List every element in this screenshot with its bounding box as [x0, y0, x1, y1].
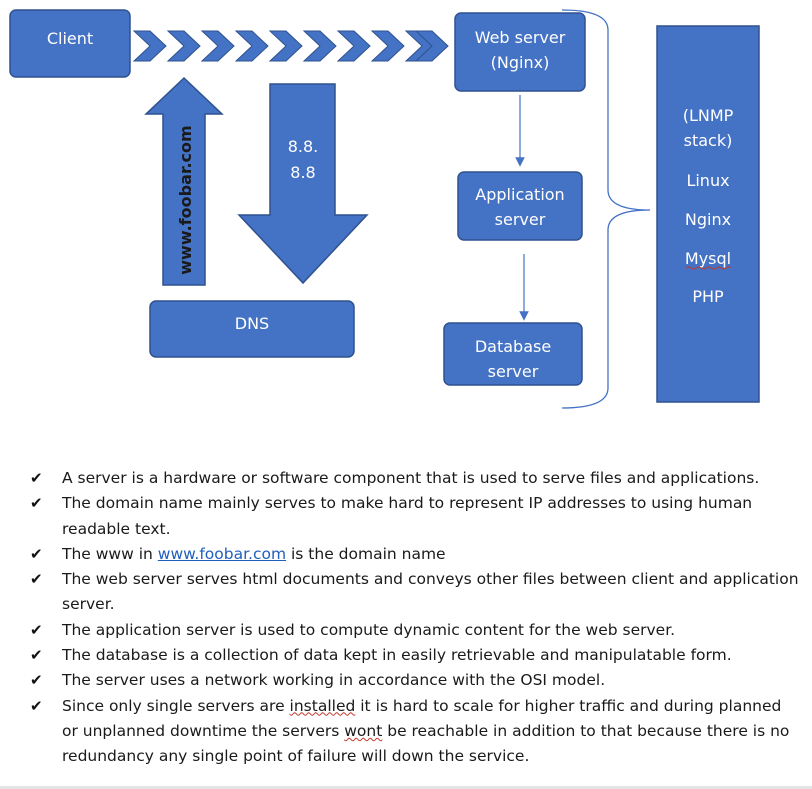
bullet-text: A server is a hardware or software compo… — [62, 469, 760, 487]
stack-mysql: Mysql — [685, 249, 731, 268]
stack-brace — [561, 9, 651, 409]
checkmark-icon: ✔ — [30, 469, 43, 487]
bullet-item: ✔ The www in www.foobar.com is the domai… — [30, 542, 802, 567]
db-server-box: Database server — [443, 322, 583, 386]
db-server-line-2: server — [488, 362, 539, 381]
app-server-line-1: Application — [475, 185, 564, 204]
checkmark-icon: ✔ — [30, 570, 43, 589]
app-server-box: Application server — [457, 171, 583, 241]
bullet-text-part-c: be reachable in addition to that because… — [62, 721, 790, 766]
bullet-text: The application server is used to comput… — [62, 620, 676, 639]
bullet-item: ✔ The application server is used to comp… — [30, 618, 802, 643]
bullet-text: The domain name mainly serves to make ha… — [62, 494, 753, 538]
bullet-text: The www in www.foobar.com is the domain … — [62, 542, 802, 567]
chevron-arrow-chain — [132, 30, 449, 62]
checkmark-icon: ✔ — [30, 620, 43, 639]
dns-label: DNS — [235, 314, 269, 333]
checkmark-icon: ✔ — [30, 671, 43, 690]
architecture-diagram: Client www.foobar.com 8.8. 8.8 DNS Web s… — [9, 9, 760, 409]
web-server-line-2: (Nginx) — [491, 53, 550, 72]
checkmark-icon: ✔ — [30, 696, 43, 715]
bullet-text-part-a: Since only single servers are — [62, 696, 290, 715]
checkmark-icon: ✔ — [30, 646, 43, 665]
bullet-text-before-link: The www in — [62, 544, 158, 563]
dns-ip-line-1: 8.8. — [288, 137, 319, 156]
client-box: Client — [9, 9, 131, 78]
dns-ip-line-2: 8.8 — [290, 163, 315, 182]
bullet-item: ✔ The database is a collection of data k… — [30, 643, 802, 668]
bullet-item: ✔ The server uses a network working in a… — [30, 668, 802, 693]
stack-linux: Linux — [686, 171, 729, 190]
checkmark-icon: ✔ — [30, 494, 43, 513]
bullet-text: The server uses a network working in acc… — [62, 671, 606, 690]
app-server-line-2: server — [495, 210, 546, 229]
stack-php: PHP — [692, 287, 724, 306]
bullet-text: The database is a collection of data kep… — [62, 646, 732, 665]
dns-box: DNS — [149, 300, 355, 358]
bullet-text: The web server serves html documents and… — [62, 570, 799, 614]
checkmark-icon: ✔ — [30, 544, 43, 563]
web-server-line-1: Web server — [475, 28, 566, 47]
domain-up-arrow: www.foobar.com — [144, 76, 224, 286]
bullet-item: ✔ A server is a hardware or software com… — [30, 466, 802, 491]
bullet-text-after-link: is the domain name — [286, 544, 446, 563]
stack-line-2: stack) — [684, 131, 733, 150]
page-bottom-rule — [0, 786, 812, 789]
bullet-text: Since only single servers are installed … — [62, 694, 802, 770]
stack-nginx: Nginx — [685, 210, 731, 229]
dns-down-arrow: 8.8. 8.8 — [237, 83, 369, 285]
spellcheck-word-wont: wont — [344, 721, 383, 740]
web-server-box: Web server (Nginx) — [454, 12, 586, 92]
domain-vertical-label: www.foobar.com — [176, 125, 195, 274]
bullet-list: ✔ A server is a hardware or software com… — [30, 466, 802, 770]
lnmp-stack-box: (LNMP stack) Linux Nginx Mysql PHP — [656, 25, 760, 403]
bullet-text-part-b: it is hard to scale for higher traffic a… — [62, 696, 782, 740]
client-label: Client — [47, 29, 93, 48]
spellcheck-word-installed: installed — [289, 696, 356, 715]
bullet-item: ✔ Since only single servers are installe… — [30, 694, 802, 770]
bullet-item: ✔ The web server serves html documents a… — [30, 567, 802, 618]
domain-link[interactable]: www.foobar.com — [157, 544, 287, 563]
mysql-spellcheck-squiggle — [685, 266, 732, 270]
db-server-line-1: Database — [475, 337, 551, 356]
bullet-item: ✔ The domain name mainly serves to make … — [30, 491, 802, 542]
stack-line-1: (LNMP — [683, 106, 734, 125]
